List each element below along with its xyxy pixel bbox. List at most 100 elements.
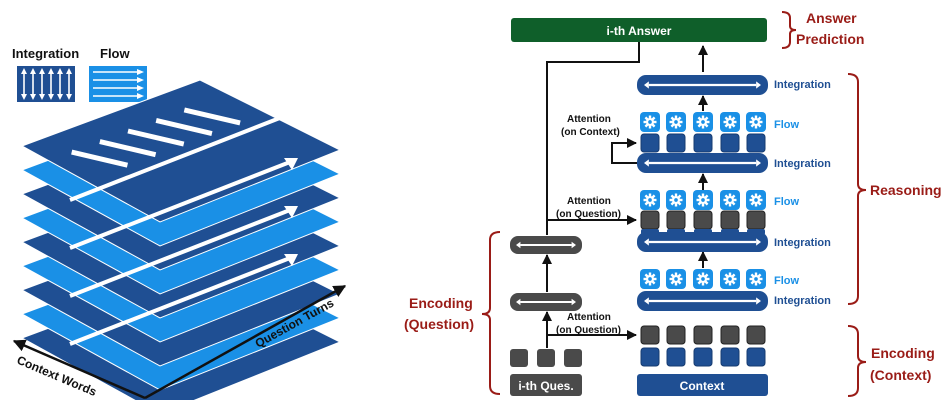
context-token-row xyxy=(641,229,765,235)
layer-stack xyxy=(20,79,342,400)
reasoning-label: Reasoning xyxy=(870,182,942,198)
gear-icon xyxy=(669,115,683,129)
attention-labels: Attention (on Context) Attention (on Que… xyxy=(556,114,621,336)
integration-bar xyxy=(637,232,768,252)
context-token xyxy=(693,347,713,367)
answer-box: i-th Answer xyxy=(511,18,767,42)
question-turns-axis xyxy=(144,284,347,400)
question-box: i-th Ques. xyxy=(510,374,582,396)
gear-icon xyxy=(696,115,710,129)
double-arrow-icon xyxy=(644,297,761,305)
attention-question-upper-label-2: (on Question) xyxy=(556,209,621,220)
encoding-question-label-2: (Question) xyxy=(404,316,474,332)
attended-token xyxy=(666,210,686,230)
question-encoder xyxy=(510,236,582,367)
encoding-context-label-2: (Context) xyxy=(870,367,931,383)
gear-icon xyxy=(643,193,657,207)
double-arrow-icon xyxy=(127,128,185,147)
gear-icon xyxy=(669,272,683,286)
integration-bar xyxy=(637,291,768,311)
context-token-edge xyxy=(747,229,765,235)
brackets xyxy=(481,11,867,397)
answer-box-label: i-th Answer xyxy=(607,24,672,38)
label-flow-3: Flow xyxy=(774,275,799,287)
legend: Integration Flow xyxy=(12,46,147,102)
label-flow-1: Flow xyxy=(774,119,799,131)
question-token-row xyxy=(510,349,582,367)
attended-token-row xyxy=(640,325,766,345)
flow-arrow-icon xyxy=(69,206,298,298)
gear-icon xyxy=(669,193,683,207)
double-arrow-icon xyxy=(183,107,241,126)
connector-lines xyxy=(542,42,708,348)
double-arrow-icon xyxy=(644,159,761,167)
label-integration-4: Integration xyxy=(774,295,831,307)
gear-icon xyxy=(696,272,710,286)
flow-row xyxy=(640,190,766,210)
context-token xyxy=(720,347,740,367)
question-integration-bar xyxy=(510,293,582,311)
double-arrow-icon xyxy=(155,118,213,136)
right-arrow-icon xyxy=(93,69,144,75)
reasoning-bracket xyxy=(847,73,867,305)
gear-icon xyxy=(723,115,737,129)
attended-token xyxy=(666,325,686,345)
attended-token xyxy=(746,210,766,230)
integration-legend-box xyxy=(17,66,75,102)
context-token-edge xyxy=(641,229,659,235)
question-to-answer-line xyxy=(546,42,640,235)
layer-labels: Integration Flow Integration Flow Integr… xyxy=(774,79,831,307)
double-arrow-icon xyxy=(644,238,761,246)
attention-context-label-1: Attention xyxy=(567,114,611,125)
attended-token xyxy=(693,210,713,230)
context-token xyxy=(640,347,660,367)
answer-prediction-label-1: Answer xyxy=(806,10,857,26)
context-token xyxy=(666,133,686,153)
double-arrow-icon xyxy=(99,139,157,158)
flow-legend-icon xyxy=(89,66,147,102)
attention-context-loop xyxy=(611,138,640,164)
vertical-double-arrow-icon xyxy=(39,68,45,100)
encoding-context-bracket xyxy=(847,325,867,397)
attended-token xyxy=(640,325,660,345)
context-token-edge xyxy=(721,229,739,235)
attended-token xyxy=(693,325,713,345)
encoding-question-bracket xyxy=(481,231,501,395)
gear-icon xyxy=(749,193,763,207)
attended-token xyxy=(720,210,740,230)
context-token xyxy=(720,133,740,153)
question-token xyxy=(564,349,582,367)
label-flow-2: Flow xyxy=(774,196,799,208)
context-token xyxy=(746,133,766,153)
flow-arrow-icon xyxy=(69,158,298,250)
integration-legend-icon xyxy=(17,66,75,102)
attention-question-lower-label-2: (on Question) xyxy=(556,325,621,336)
encoding-question-label-1: Encoding xyxy=(409,295,473,311)
integration-bar xyxy=(637,153,768,173)
integration-bar xyxy=(637,75,768,95)
vertical-double-arrow-icon xyxy=(21,68,27,100)
double-arrow-icon xyxy=(516,298,576,306)
context-token xyxy=(666,347,686,367)
label-integration-1: Integration xyxy=(774,79,831,91)
question-token xyxy=(510,349,528,367)
context-token xyxy=(746,347,766,367)
right-arrow-icon xyxy=(93,85,144,91)
vertical-double-arrow-icon xyxy=(66,68,72,100)
answer-prediction-bracket xyxy=(781,11,797,49)
attended-token xyxy=(720,325,740,345)
question-box-label: i-th Ques. xyxy=(518,379,573,393)
context-token-row xyxy=(640,347,766,367)
right-arrow-icon xyxy=(93,93,144,99)
gear-icon xyxy=(749,115,763,129)
legend-integration-label: Integration xyxy=(12,46,79,61)
attended-token xyxy=(640,210,660,230)
context-token xyxy=(640,133,660,153)
attention-question-lower-label-1: Attention xyxy=(567,312,611,323)
gear-icon xyxy=(723,193,737,207)
attended-token-row xyxy=(640,210,766,230)
gear-icon xyxy=(723,272,737,286)
flow-arrow-icon xyxy=(69,254,298,346)
vertical-double-arrow-icon xyxy=(48,68,54,100)
